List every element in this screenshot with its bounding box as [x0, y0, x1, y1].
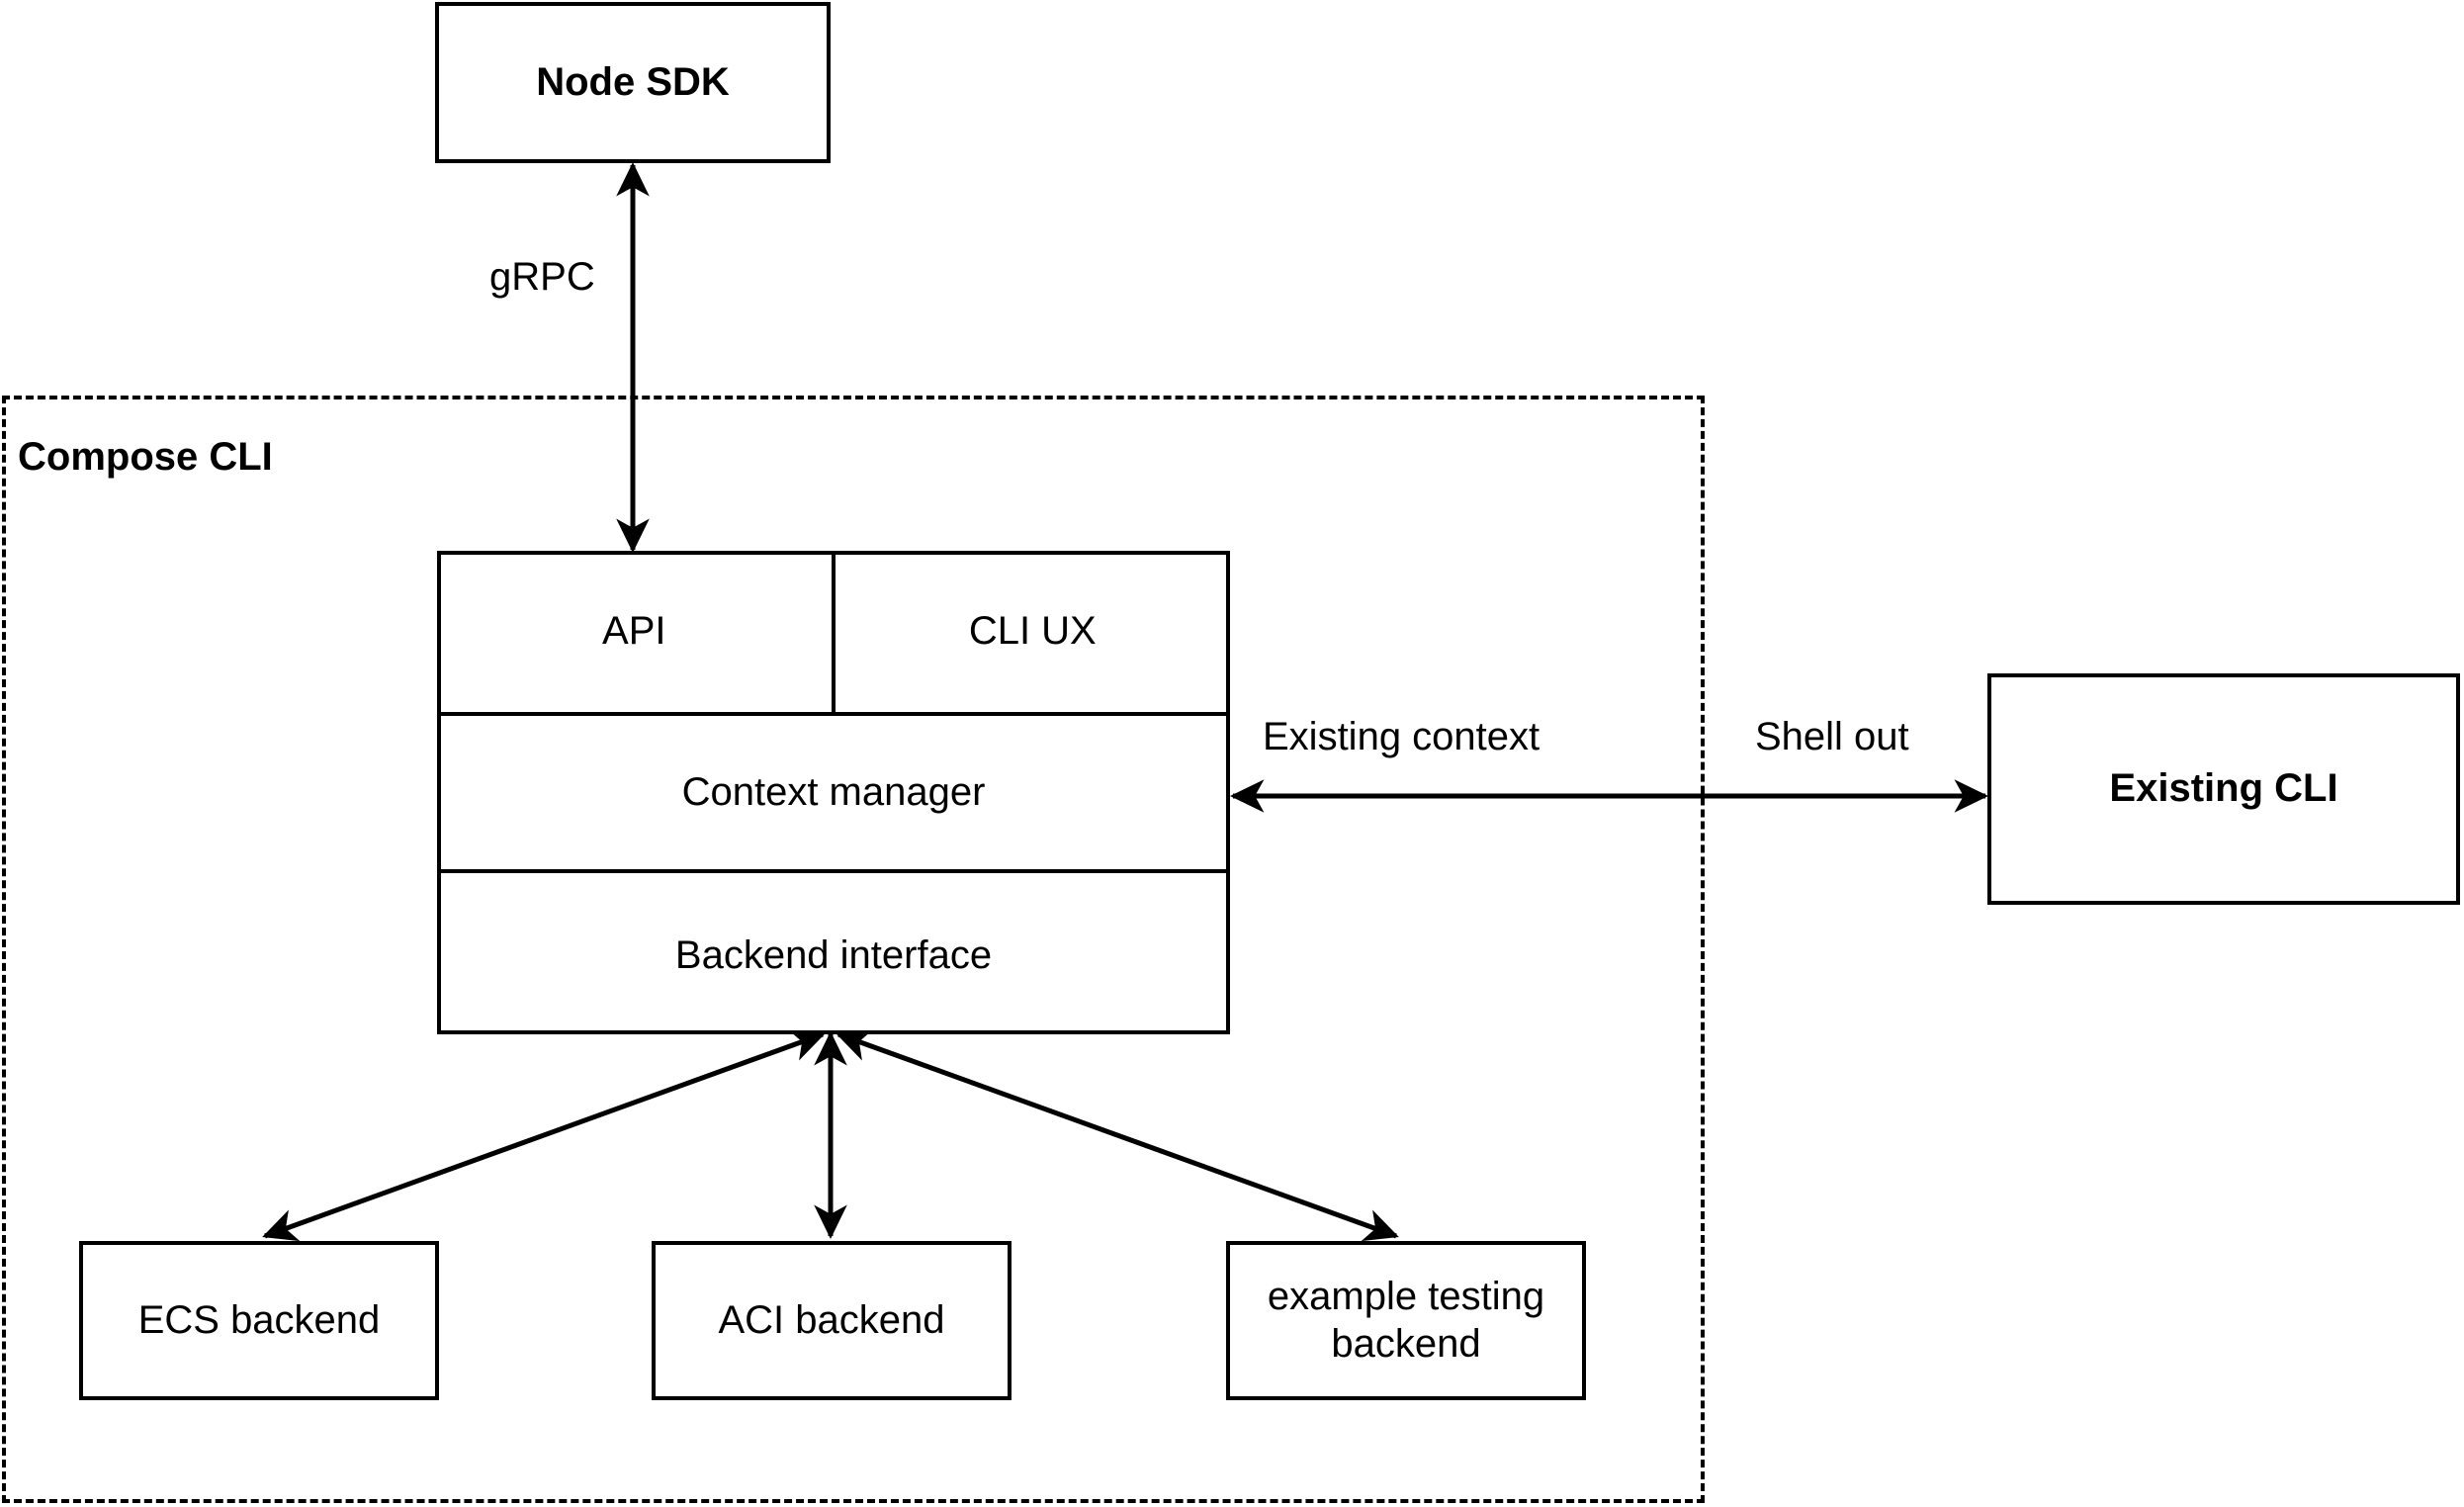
- stack-cell-cli-ux[interactable]: CLI UX: [836, 551, 1230, 712]
- stack-row-backend-interface[interactable]: Backend interface: [437, 873, 1230, 1038]
- connector-backend-example: [836, 1028, 1399, 1242]
- edge-label-existing-context: Existing context: [1263, 715, 1540, 758]
- node-example-testing-backend-label: example testing backend: [1267, 1275, 1545, 1366]
- compose-cli-core-stack: API CLI UX Context manager Backend inter…: [437, 551, 1230, 1034]
- stack-cell-api-label: API: [602, 609, 666, 653]
- node-example-testing-backend[interactable]: example testing backend: [1226, 1241, 1586, 1400]
- stack-cell-backend-interface: Backend interface: [437, 873, 1230, 1038]
- stack-row-context-manager[interactable]: Context manager: [437, 716, 1230, 873]
- node-aci-backend[interactable]: ACI backend: [652, 1241, 1012, 1400]
- group-compose-cli-label: Compose CLI: [18, 435, 273, 479]
- stack-row-api-cliux: API CLI UX: [437, 551, 1230, 716]
- edge-label-shell-out: Shell out: [1755, 715, 1909, 758]
- node-node-sdk[interactable]: Node SDK: [435, 2, 831, 163]
- node-existing-cli[interactable]: Existing CLI: [1987, 673, 2460, 905]
- stack-cell-api[interactable]: API: [437, 551, 836, 712]
- edge-label-grpc: gRPC: [489, 255, 595, 299]
- node-existing-cli-label: Existing CLI: [2109, 766, 2338, 811]
- stack-cell-context-manager-label: Context manager: [681, 770, 986, 814]
- connector-backend-ecs: [262, 1028, 826, 1242]
- node-aci-backend-label: ACI backend: [718, 1297, 945, 1342]
- node-ecs-backend-label: ECS backend: [137, 1297, 381, 1342]
- stack-cell-context-manager: Context manager: [437, 716, 1230, 869]
- group-compose-cli: [2, 396, 1705, 1503]
- stack-cell-backend-interface-label: Backend interface: [674, 933, 993, 977]
- node-ecs-backend[interactable]: ECS backend: [79, 1241, 439, 1400]
- node-node-sdk-label: Node SDK: [536, 59, 730, 104]
- stack-cell-cli-ux-label: CLI UX: [968, 609, 1097, 653]
